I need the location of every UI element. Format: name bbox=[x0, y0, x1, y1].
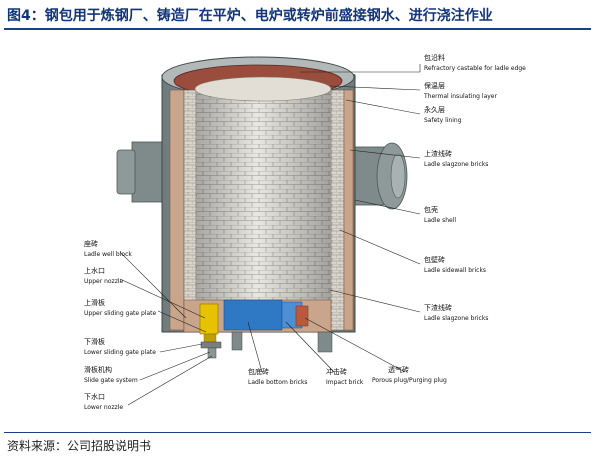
svg-text:永久层: 永久层 bbox=[424, 105, 445, 114]
label-thermal-insulating: 保温层 Thermal insulating layer bbox=[423, 81, 497, 100]
svg-text:Thermal insulating layer: Thermal insulating layer bbox=[423, 93, 497, 100]
right-wall-section bbox=[330, 89, 354, 331]
svg-text:包底砖: 包底砖 bbox=[248, 367, 269, 376]
svg-text:Ladle slagzone bricks: Ladle slagzone bricks bbox=[424, 315, 488, 322]
footer-rule bbox=[4, 432, 591, 433]
label-lower-gate-plate: 下滑板 Lower sliding gate plate bbox=[84, 337, 156, 356]
svg-text:Porous plug/Purging plug: Porous plug/Purging plug bbox=[372, 377, 447, 384]
label-upper-nozzle: 上水口 Upper nozzle bbox=[84, 266, 124, 285]
left-wall-section bbox=[169, 89, 197, 331]
svg-text:包壁砖: 包壁砖 bbox=[424, 255, 445, 264]
title-underline bbox=[4, 28, 591, 30]
svg-text:Ladle bottom bricks: Ladle bottom bricks bbox=[248, 379, 308, 386]
svg-text:Ladle shell: Ladle shell bbox=[424, 217, 456, 224]
svg-text:Refractory castable for ladle: Refractory castable for ladle edge bbox=[424, 65, 526, 72]
svg-text:Lower sliding gate plate: Lower sliding gate plate bbox=[84, 349, 156, 356]
svg-text:座砖: 座砖 bbox=[84, 239, 98, 248]
svg-text:包壳: 包壳 bbox=[424, 205, 438, 214]
svg-text:Slide gate system: Slide gate system bbox=[84, 377, 138, 384]
svg-text:Impact brick: Impact brick bbox=[326, 379, 364, 386]
left-trunnion bbox=[116, 141, 165, 203]
svg-text:下渣线砖: 下渣线砖 bbox=[424, 303, 452, 312]
svg-text:Ladle slagzone bricks: Ladle slagzone bricks bbox=[424, 161, 488, 168]
svg-text:冲击砖: 冲击砖 bbox=[326, 367, 347, 376]
svg-text:上滑板: 上滑板 bbox=[84, 298, 105, 307]
ladle-cutaway-diagram: 包沿料 Refractory castable for ladle edge 保… bbox=[84, 53, 526, 411]
svg-text:包沿料: 包沿料 bbox=[424, 53, 445, 62]
working-lining bbox=[194, 76, 332, 300]
label-lower-slagzone: 下渣线砖 Ladle slagzone bricks bbox=[424, 303, 488, 322]
svg-text:上水口: 上水口 bbox=[84, 266, 105, 275]
label-refractory-castable: 包沿料 Refractory castable for ladle edge bbox=[424, 53, 526, 72]
label-impact-brick: 冲击砖 Impact brick bbox=[326, 367, 364, 386]
label-upper-gate-plate: 上滑板 Upper sliding gate plate bbox=[84, 298, 156, 317]
ladle-supports bbox=[231, 331, 333, 353]
source-note: 资料来源：公司招股说明书 bbox=[7, 439, 152, 453]
label-well-block: 座砖 Ladle well block bbox=[84, 239, 132, 258]
label-bottom-bricks: 包底砖 Ladle bottom bricks bbox=[248, 367, 308, 386]
ladle-bottom-section bbox=[183, 299, 332, 359]
svg-text:上渣线砖: 上渣线砖 bbox=[424, 149, 452, 158]
svg-text:Upper nozzle: Upper nozzle bbox=[84, 278, 124, 285]
svg-text:滑板机构: 滑板机构 bbox=[84, 365, 112, 374]
svg-text:下水口: 下水口 bbox=[84, 392, 105, 401]
label-gate-system: 滑板机构 Slide gate system bbox=[84, 365, 138, 384]
label-upper-slagzone: 上渣线砖 Ladle slagzone bricks bbox=[424, 149, 488, 168]
figure-header: 图4：钢包用于炼钢厂、铸造厂在平炉、电炉或转炉前盛接钢水、进行浇注作业 bbox=[0, 0, 595, 30]
label-safety-lining: 永久层 Safety lining bbox=[424, 105, 462, 124]
label-ladle-shell: 包壳 Ladle shell bbox=[424, 205, 456, 224]
label-sidewall-bricks: 包壁砖 Ladle sidewall bricks bbox=[424, 255, 486, 274]
svg-text:Ladle sidewall bricks: Ladle sidewall bricks bbox=[424, 267, 486, 274]
svg-text:Safety lining: Safety lining bbox=[424, 117, 462, 124]
label-lower-nozzle: 下水口 Lower nozzle bbox=[84, 392, 123, 411]
svg-text:保温层: 保温层 bbox=[424, 81, 445, 90]
svg-text:透气砖: 透气砖 bbox=[388, 365, 409, 374]
svg-text:Ladle well block: Ladle well block bbox=[84, 251, 132, 258]
figure-title: 图4：钢包用于炼钢厂、铸造厂在平炉、电炉或转炉前盛接钢水、进行浇注作业 bbox=[7, 8, 493, 24]
right-trunnion bbox=[351, 142, 408, 210]
label-purging-plug: 透气砖 Porous plug/Purging plug bbox=[372, 365, 447, 384]
svg-text:Upper sliding gate plate: Upper sliding gate plate bbox=[84, 310, 156, 317]
svg-text:Lower nozzle: Lower nozzle bbox=[84, 404, 123, 411]
svg-text:下滑板: 下滑板 bbox=[84, 337, 105, 346]
leader-lines bbox=[119, 64, 421, 406]
